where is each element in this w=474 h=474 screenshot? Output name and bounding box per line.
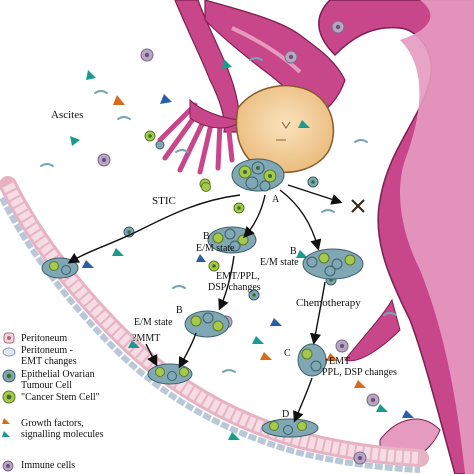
em-state-right-label: E/M state [260, 257, 299, 268]
legend-immune-cells-text: Immune cells [21, 460, 76, 471]
stic-label: STIC [152, 195, 176, 207]
legend-growth-factors-line1: Growth factors, [21, 418, 84, 429]
tumour-cell-icon [2, 369, 16, 383]
fallopian-tube [157, 0, 346, 175]
dsp-changes-label: DSP changes [208, 282, 261, 293]
legend-immune-cells: Immune cells [18, 460, 75, 471]
cluster-b-right [302, 248, 364, 280]
immune-cells [97, 20, 380, 465]
blocked-path-cross [351, 199, 365, 213]
wall-implant-d [261, 418, 319, 438]
step-b-left-label: B [203, 231, 210, 242]
chemotherapy-label: Chemotherapy [296, 297, 361, 309]
step-b-right-label: B [290, 246, 297, 257]
growth-factors [70, 59, 414, 440]
ascites-label: Ascites [51, 109, 84, 121]
legend-emt-peritoneum: Peritoneum - EMT changes [18, 345, 77, 367]
pathway-arrows [67, 184, 343, 423]
uterus [318, 0, 474, 474]
emt-peritoneum-cell-icon [2, 347, 16, 357]
legend-emt-peritoneum-line2: EMT changes [21, 356, 77, 367]
cluster-stic [155, 140, 211, 192]
legend-growth-factors-line2: signalling molecules [21, 429, 104, 440]
mmt-label: ?MMT [132, 333, 161, 344]
squiggle-molecules [40, 57, 397, 373]
cluster-b-lower [184, 310, 230, 338]
ovary [235, 85, 335, 173]
legend-growth-factors: Growth factors, signalling molecules [18, 418, 104, 440]
c-emt-label: ↑EMT [324, 356, 351, 367]
wall-implant-middle [147, 363, 193, 385]
legend-tumour-cell: Epithelial Ovarian Tumour Cell [18, 369, 95, 391]
wall-implant-left [41, 257, 79, 279]
legend-tumour-cell-line1: Epithelial Ovarian [21, 369, 95, 380]
em-state-left-label: E/M state [196, 243, 235, 254]
legend-peritoneum-text: Peritoneum [21, 333, 68, 344]
step-a-label: A [272, 194, 280, 205]
legend-icons [2, 332, 16, 472]
peritoneum-cell-icon [3, 332, 15, 344]
emt-ppl-label: EMT/PPL, [216, 271, 260, 282]
immune-cell-icon [2, 460, 14, 472]
legend-tumour-cell-line2: Tumour Cell [21, 380, 73, 391]
legend-stem-cell: "Cancer Stem Cell" [18, 392, 100, 403]
step-c-label: C [284, 348, 291, 359]
em-state-lower-label: E/M state [134, 317, 173, 328]
primary-tumour-cluster [231, 158, 285, 192]
stem-cell-icon [2, 390, 16, 404]
legend-peritoneum: Peritoneum [18, 333, 67, 344]
cluster-c [297, 343, 327, 377]
legend-stem-cell-text: "Cancer Stem Cell" [21, 392, 100, 403]
growth-factor-icon [2, 418, 10, 437]
legend-emt-peritoneum-line1: Peritoneum - [21, 345, 73, 356]
c-ppl-dsp-label: PPL, DSP changes [322, 367, 397, 378]
step-d-label: D [282, 409, 290, 420]
step-b-lower-label: B [176, 305, 183, 316]
